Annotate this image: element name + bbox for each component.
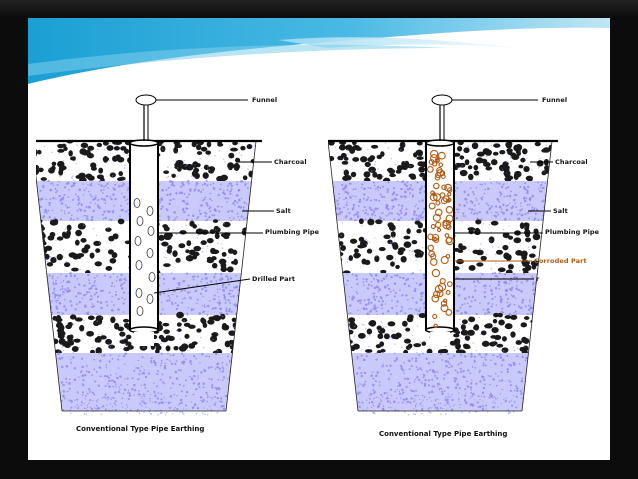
corrosion-spot <box>430 149 439 159</box>
corrosion-spot <box>438 162 444 168</box>
pit-wall-right <box>225 140 257 412</box>
corrosion-spot <box>432 213 441 222</box>
corrosion-spot <box>433 237 440 244</box>
drill-hole <box>146 294 154 304</box>
drill-hole <box>133 198 141 208</box>
corrosion-spot <box>447 192 452 197</box>
corrosion-spot <box>430 223 436 230</box>
label-funnel: Funnel <box>252 96 278 104</box>
drill-hole <box>147 226 155 236</box>
funnel-cap <box>135 94 157 106</box>
frame-top-bar <box>0 0 638 18</box>
corrosion-spot <box>444 233 450 238</box>
corrosion-spot <box>445 237 453 244</box>
label-drilled-part: Drilled Part <box>252 275 296 283</box>
corrosion-spot <box>440 174 446 179</box>
drill-hole <box>136 306 144 316</box>
plumbing-pipe <box>425 142 455 331</box>
corrosion-spot <box>445 308 453 316</box>
slide: Funnel Charcoal Salt Plumbing Pipe Drill… <box>28 18 610 460</box>
corrosion-spot <box>446 281 453 287</box>
leader-drilled-part <box>153 278 251 294</box>
corrosion-spot <box>436 290 444 298</box>
corrosion-spot <box>435 200 441 206</box>
corrosion-spot <box>426 166 434 173</box>
pit-wall-right <box>521 140 553 412</box>
pit-wall-left <box>36 173 63 412</box>
corrosion-spot <box>430 154 439 163</box>
pit-wall-left <box>328 140 359 412</box>
corrosion-spot <box>432 290 441 299</box>
corrosion-spot <box>434 174 441 181</box>
salt-layer <box>328 353 552 411</box>
corrosion-spot <box>445 224 452 230</box>
corrosion-spot <box>435 221 442 228</box>
label-charcoal: Charcoal <box>274 158 307 166</box>
corrosion-spot <box>432 313 438 320</box>
label-salt: Salt <box>276 207 291 215</box>
corrosion-spot <box>442 298 448 303</box>
label-plumbing-pipe: Plumbing Pipe <box>545 228 600 236</box>
corrosion-spot <box>440 256 449 265</box>
corrosion-spot <box>428 250 436 258</box>
corrosion-spot <box>439 277 446 285</box>
label-funnel: Funnel <box>542 96 568 104</box>
funnel-cap <box>431 94 453 106</box>
label-charcoal: Charcoal <box>555 158 588 166</box>
label-marker: r <box>536 275 540 283</box>
corrosion-spot <box>427 233 434 241</box>
plumbing-pipe <box>129 142 159 331</box>
drill-hole <box>136 216 144 226</box>
pipe-base-gap <box>430 332 450 346</box>
drill-hole <box>148 272 156 282</box>
label-corroded-part: Corroded Part <box>534 257 587 265</box>
diagram-right: Funnel Charcoal Salt Plumbing Pipe Corro… <box>328 93 608 458</box>
caption-left: Conventional Type Pipe Earthing <box>76 425 205 433</box>
corrosion-spot <box>434 157 440 163</box>
pipe-base-gap <box>134 332 154 346</box>
corrosion-spot <box>445 206 454 214</box>
corrosion-spot <box>433 323 439 329</box>
drill-hole <box>134 236 142 246</box>
corrosion-spot <box>433 182 440 190</box>
pipe-earthing-drawing-right <box>328 94 558 416</box>
corrosion-spot <box>441 184 447 191</box>
diagram-left: Funnel Charcoal Salt Plumbing Pipe Drill… <box>36 93 320 458</box>
corrosion-spot <box>437 151 446 160</box>
drill-hole <box>146 248 154 258</box>
corrosion-spot <box>440 197 448 205</box>
corrosion-spot <box>447 187 453 193</box>
caption-right: Conventional Type Pipe Earthing <box>379 430 508 438</box>
corrosion-spot <box>431 268 441 278</box>
corrosion-spot <box>442 219 449 227</box>
corrosion-spot <box>445 289 451 295</box>
drill-hole <box>146 206 154 216</box>
corrosion-spot <box>436 227 442 233</box>
corrosion-spot <box>442 220 451 230</box>
corrosion-spot <box>439 192 446 198</box>
corrosion-spot <box>442 195 450 203</box>
corrosion-spot <box>445 254 451 259</box>
pipe-earthing-drawing-left <box>36 94 274 416</box>
label-plumbing-pipe: Plumbing Pipe <box>265 228 320 236</box>
corrosion-spot <box>428 202 436 210</box>
corrosion-spot <box>434 208 443 217</box>
drill-hole <box>135 260 143 270</box>
slide-banner <box>28 18 610 88</box>
drill-hole <box>135 288 143 298</box>
corrosion-spot <box>436 167 443 174</box>
corrosion-spot <box>429 193 438 202</box>
corrosion-spot <box>431 294 440 303</box>
corrosion-spot <box>440 304 449 313</box>
corrosion-spot <box>445 214 454 223</box>
label-salt: Salt <box>553 207 568 215</box>
